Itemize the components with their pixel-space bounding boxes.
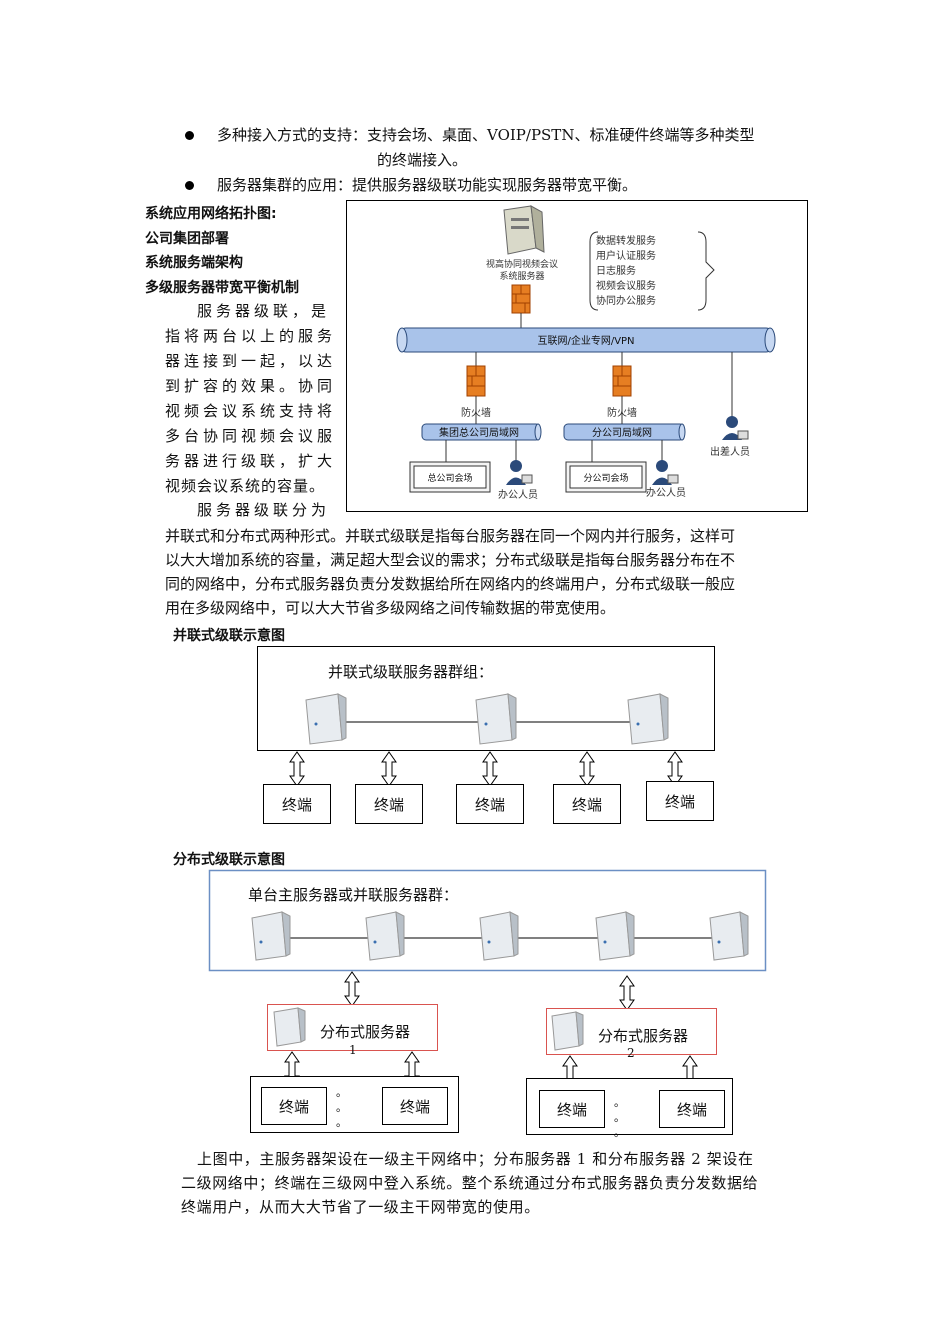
intro-line: 多台协同视频会议服 [165, 427, 337, 445]
intro-line: 器连接到一起，以达 [165, 352, 337, 370]
venue-left [409, 461, 491, 493]
terminal-box: 终端 [646, 781, 714, 821]
bullet-dot [185, 181, 194, 190]
intro-line: 务器进行级联，扩大 [165, 452, 337, 470]
lan-right-label: 分公司局域网 [592, 426, 652, 439]
terminal-box: 终端 [382, 1087, 448, 1125]
firewall-icon [612, 365, 632, 397]
service-item: 视频会议服务 [596, 279, 656, 292]
ellipsis-dot: 。 [614, 1111, 625, 1124]
bullet-2-line1: 服务器集群的应用：提供服务器级联功能实现服务器带宽平衡。 [217, 176, 638, 194]
intro-line: 服务器级联分为 [197, 501, 331, 519]
service-item: 协同办公服务 [596, 294, 656, 307]
heading-topology: 系统应用网络拓扑图: [145, 206, 277, 222]
terminal-box: 终端 [261, 1087, 327, 1125]
distributed-caption: 分布式级联示意图 [173, 852, 285, 868]
intro-line: 视频会议系统的容量。 [165, 477, 326, 495]
backbone-pipe [396, 327, 776, 353]
service-item: 日志服务 [596, 264, 636, 277]
intro-line: 指将两台以上的服务 [165, 327, 337, 345]
bullet-1-line2: 的终端接入。 [377, 151, 468, 169]
parallel-caption: 并联式级联示意图 [173, 628, 285, 644]
user-icon [506, 460, 533, 485]
server-icon [475, 693, 517, 745]
traveler-label: 出差人员 [710, 445, 750, 458]
server-label-2: 系统服务器 [499, 270, 544, 282]
summary-line: 上图中，主服务器架设在一级主干网络中；分布服务器 1 和分布服务器 2 架设在 [197, 1150, 754, 1168]
venue-right [565, 461, 647, 493]
intro-line: 到扩容的效果。协同 [165, 377, 337, 395]
venue-left-label: 总公司会场 [427, 472, 472, 484]
double-arrow [289, 751, 683, 787]
office-left-label: 办公人员 [498, 488, 538, 501]
cascade-para-line: 并联式和分布式两种形式。并联式级联是指每台服务器在同一个网内并行服务，这样可 [165, 527, 736, 545]
ellipsis-dot: 。 [336, 1101, 347, 1114]
dist-server-1-label: 分布式服务器 [320, 1023, 411, 1041]
server-icon [251, 911, 291, 961]
cascade-para-line: 同的网络中，分布式服务器负责分发数据给所在网络内的终端用户，分布式级联一般应 [165, 575, 736, 593]
heading-bandwidth: 多级服务器带宽平衡机制 [145, 280, 299, 296]
ellipsis-dot: 。 [614, 1096, 625, 1109]
lan-left-label: 集团总公司局域网 [439, 426, 519, 439]
ellipsis-dot: 。 [336, 1086, 347, 1099]
bullet-1-line1: 多种接入方式的支持：支持会场、桌面、VOIP/PSTN、标准硬件终端等多种类型 [217, 126, 755, 144]
bullet-dot [185, 131, 194, 140]
distributed-diagram: 单台主服务器或并联服务器群： [208, 869, 767, 1135]
distributed-group-label: 单台主服务器或并联服务器群： [248, 886, 458, 904]
intro-line: 服务器级联，是 [197, 302, 331, 320]
user-icon [722, 416, 749, 440]
dist-server-2-label: 分布式服务器 [598, 1027, 689, 1045]
server-icon [305, 693, 347, 745]
terminal-box: 终端 [263, 784, 331, 824]
intro-line: 视频会议系统支持将 [165, 402, 337, 420]
dist-server-2-number: 2 [627, 1046, 635, 1060]
topology-diagram: 视高协同视频会议 系统服务器 数据转发服务 用户认证服务 日志服务 视频会议服务… [346, 200, 808, 512]
firewall-icon [511, 284, 531, 314]
terminal-box: 终端 [355, 784, 423, 824]
ellipsis-dot: 。 [614, 1126, 625, 1139]
server-icon [479, 911, 519, 961]
summary-line: 终端用户，从而大大节省了一级主干网带宽的使用。 [181, 1198, 540, 1216]
service-item: 数据转发服务 [596, 234, 656, 247]
server-icon [503, 205, 545, 255]
cascade-para-line: 用在多级网络中，可以大大节省多级网络之间传输数据的带宽使用。 [165, 599, 616, 617]
service-item: 用户认证服务 [596, 249, 656, 262]
server-label-1: 视高协同视频会议 [486, 258, 558, 270]
terminal-box: 终端 [553, 784, 621, 824]
cascade-para-line: 以大大增加系统的容量，满足超大型会议的需求；分布式级联是指每台服务器分布在不 [165, 551, 736, 569]
backbone-label: 互联网/企业专网/VPN [537, 334, 634, 347]
dist-server-1-number: 1 [349, 1043, 357, 1057]
terminal-box: 终端 [456, 784, 524, 824]
heading-group-deploy: 公司集团部署 [145, 231, 229, 247]
firewall-icon [466, 365, 486, 397]
heading-server-arch: 系统服务端架构 [145, 255, 243, 271]
server-icon [365, 911, 405, 961]
office-right-label: 办公人员 [646, 486, 686, 499]
summary-line: 二级网络中；终端在三级网中登入系统。整个系统通过分布式服务器负责分发数据给 [181, 1174, 759, 1192]
server-icon [551, 1011, 584, 1051]
server-icon [627, 693, 669, 745]
parallel-group-label: 并联式级联服务器群组： [328, 663, 493, 681]
ellipsis-dot: 。 [336, 1116, 347, 1129]
server-icon [273, 1007, 306, 1047]
user-icon [652, 460, 679, 485]
venue-right-label: 分公司会场 [583, 472, 628, 484]
server-icon [709, 911, 749, 961]
server-icon [595, 911, 635, 961]
parallel-diagram: 并联式级联服务器群组： [257, 646, 715, 787]
terminal-box: 终端 [539, 1090, 605, 1128]
terminal-box: 终端 [659, 1090, 725, 1128]
